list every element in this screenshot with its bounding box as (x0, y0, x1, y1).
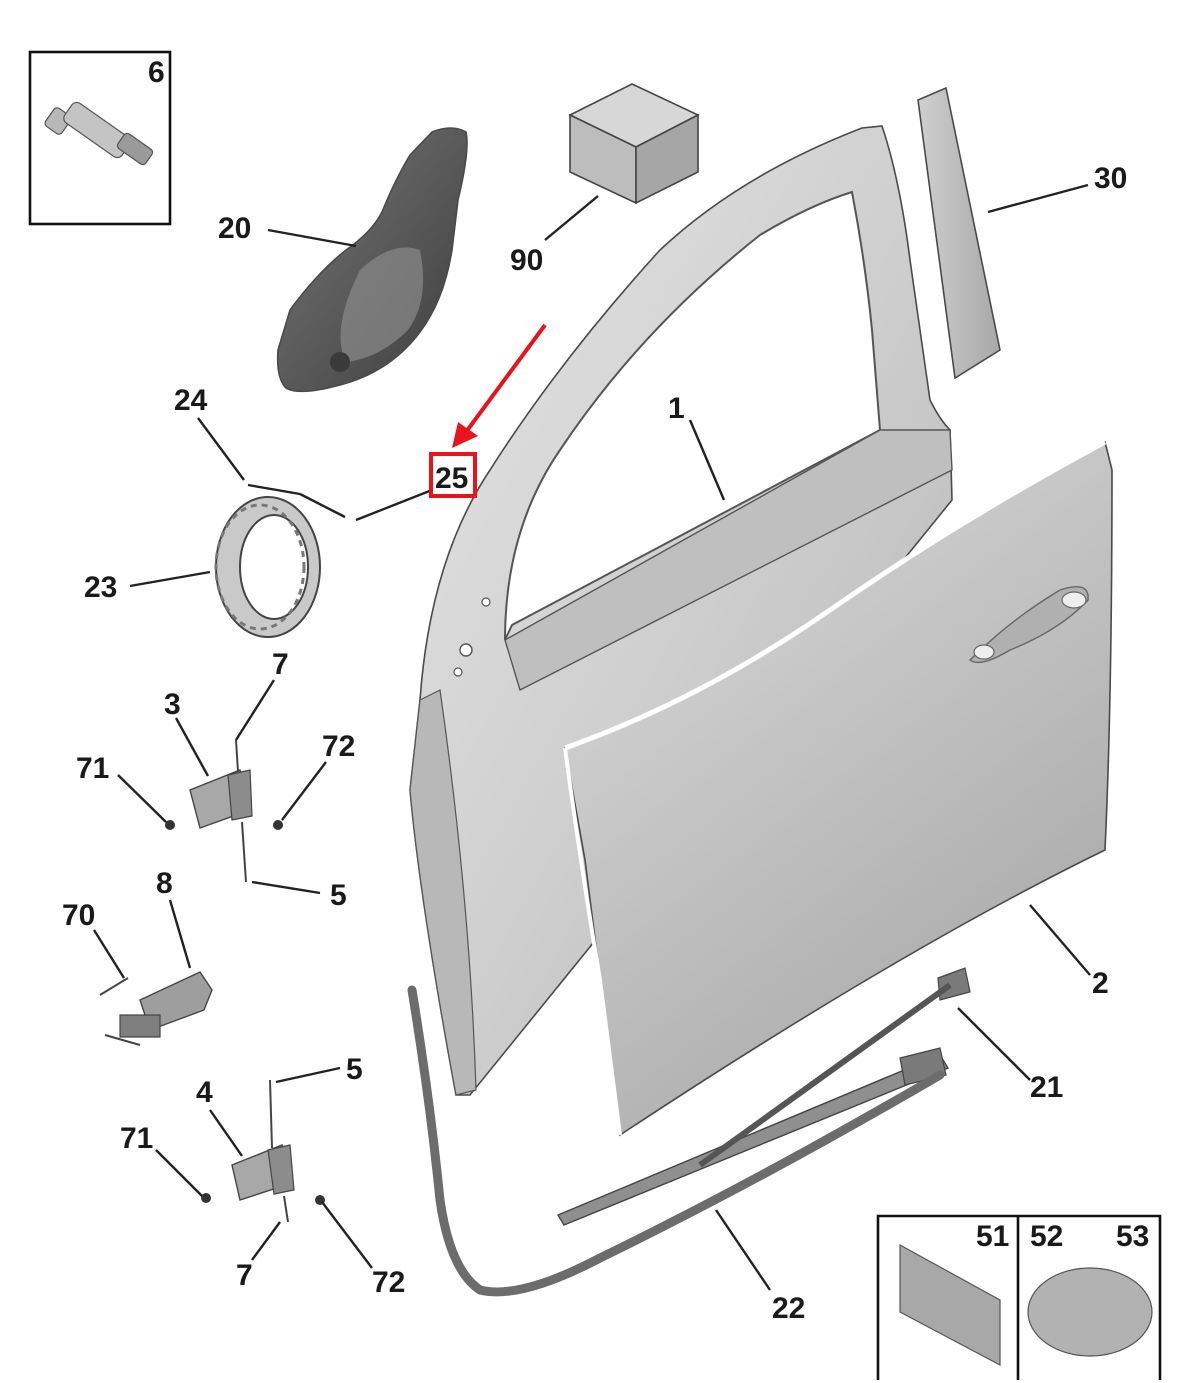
label-72-top: 72 (322, 730, 355, 763)
label-51: 51 (976, 1220, 1009, 1253)
handle-hole (1061, 591, 1087, 609)
label-24: 24 (174, 384, 208, 417)
panel-20-hole (330, 352, 350, 372)
label-6: 6 (148, 56, 165, 89)
part-90-box (568, 83, 700, 205)
label-53: 53 (1116, 1220, 1149, 1253)
label-2: 2 (1092, 967, 1109, 1000)
part-20-inner-panel (276, 127, 468, 393)
handle-recess-icon (968, 586, 1089, 664)
sill-clip (937, 967, 971, 1001)
sill-strip-upper (698, 982, 952, 1168)
label-71-bottom: 71 (120, 1122, 153, 1155)
label-71-top: 71 (76, 752, 109, 785)
label-4: 4 (196, 1076, 213, 1109)
door-belt-line (504, 429, 953, 692)
label-21: 21 (1030, 1071, 1063, 1104)
label-90: 90 (510, 244, 543, 277)
label-22: 22 (772, 1292, 805, 1325)
part-22-door-seal (407, 985, 945, 1297)
highlight-arrow (464, 323, 547, 434)
label-52: 52 (1030, 1220, 1063, 1253)
label-7-bottom: 7 (236, 1259, 253, 1292)
highlight-box (429, 452, 477, 498)
highlight-marker (429, 323, 547, 498)
mirror-mount-hole (481, 597, 491, 607)
label-5-top: 5 (330, 879, 347, 912)
label-20: 20 (218, 212, 251, 245)
label-8: 8 (156, 867, 173, 900)
label-70: 70 (62, 899, 95, 932)
part-30-pillar-trim (917, 86, 1001, 380)
door-front-edge (409, 689, 477, 1096)
label-7-top: 7 (272, 648, 289, 681)
mirror-mount-hole (459, 643, 473, 657)
skin-front-edge (563, 747, 622, 1136)
round-pad-icon (1027, 1267, 1153, 1357)
label-30: 30 (1094, 162, 1127, 195)
door-window-opening (504, 190, 882, 641)
skin-top-edge (564, 439, 1107, 751)
handle-hole (973, 644, 995, 660)
mirror-mount-hole (453, 667, 463, 677)
label-5-bottom: 5 (346, 1053, 363, 1086)
inset-box-6 (28, 50, 172, 226)
part-4-lower-hinge (201, 1079, 325, 1223)
leader-lines (92, 183, 1091, 1291)
label-23: 23 (84, 571, 117, 604)
label-1: 1 (668, 392, 685, 425)
label-3: 3 (164, 688, 181, 721)
adhesive-pad-icon (899, 1243, 1001, 1366)
part-3-upper-hinge (165, 739, 283, 883)
highlight-arrowhead (452, 422, 478, 448)
valve-icon (44, 101, 154, 166)
parts-51-53-inset (876, 1214, 1162, 1380)
label-72-bottom: 72 (372, 1266, 405, 1299)
label-25: 25 (435, 462, 468, 495)
part-6-inset (28, 50, 172, 226)
panel-20-relief (340, 247, 424, 362)
part-23-speaker-ring (214, 496, 321, 638)
part-21-sill-strip (556, 1054, 950, 1226)
part-8-door-check (99, 971, 213, 1046)
part-labels: 6 20 90 30 1 24 25 23 7 3 71 72 5 8 70 2… (62, 56, 1149, 1325)
